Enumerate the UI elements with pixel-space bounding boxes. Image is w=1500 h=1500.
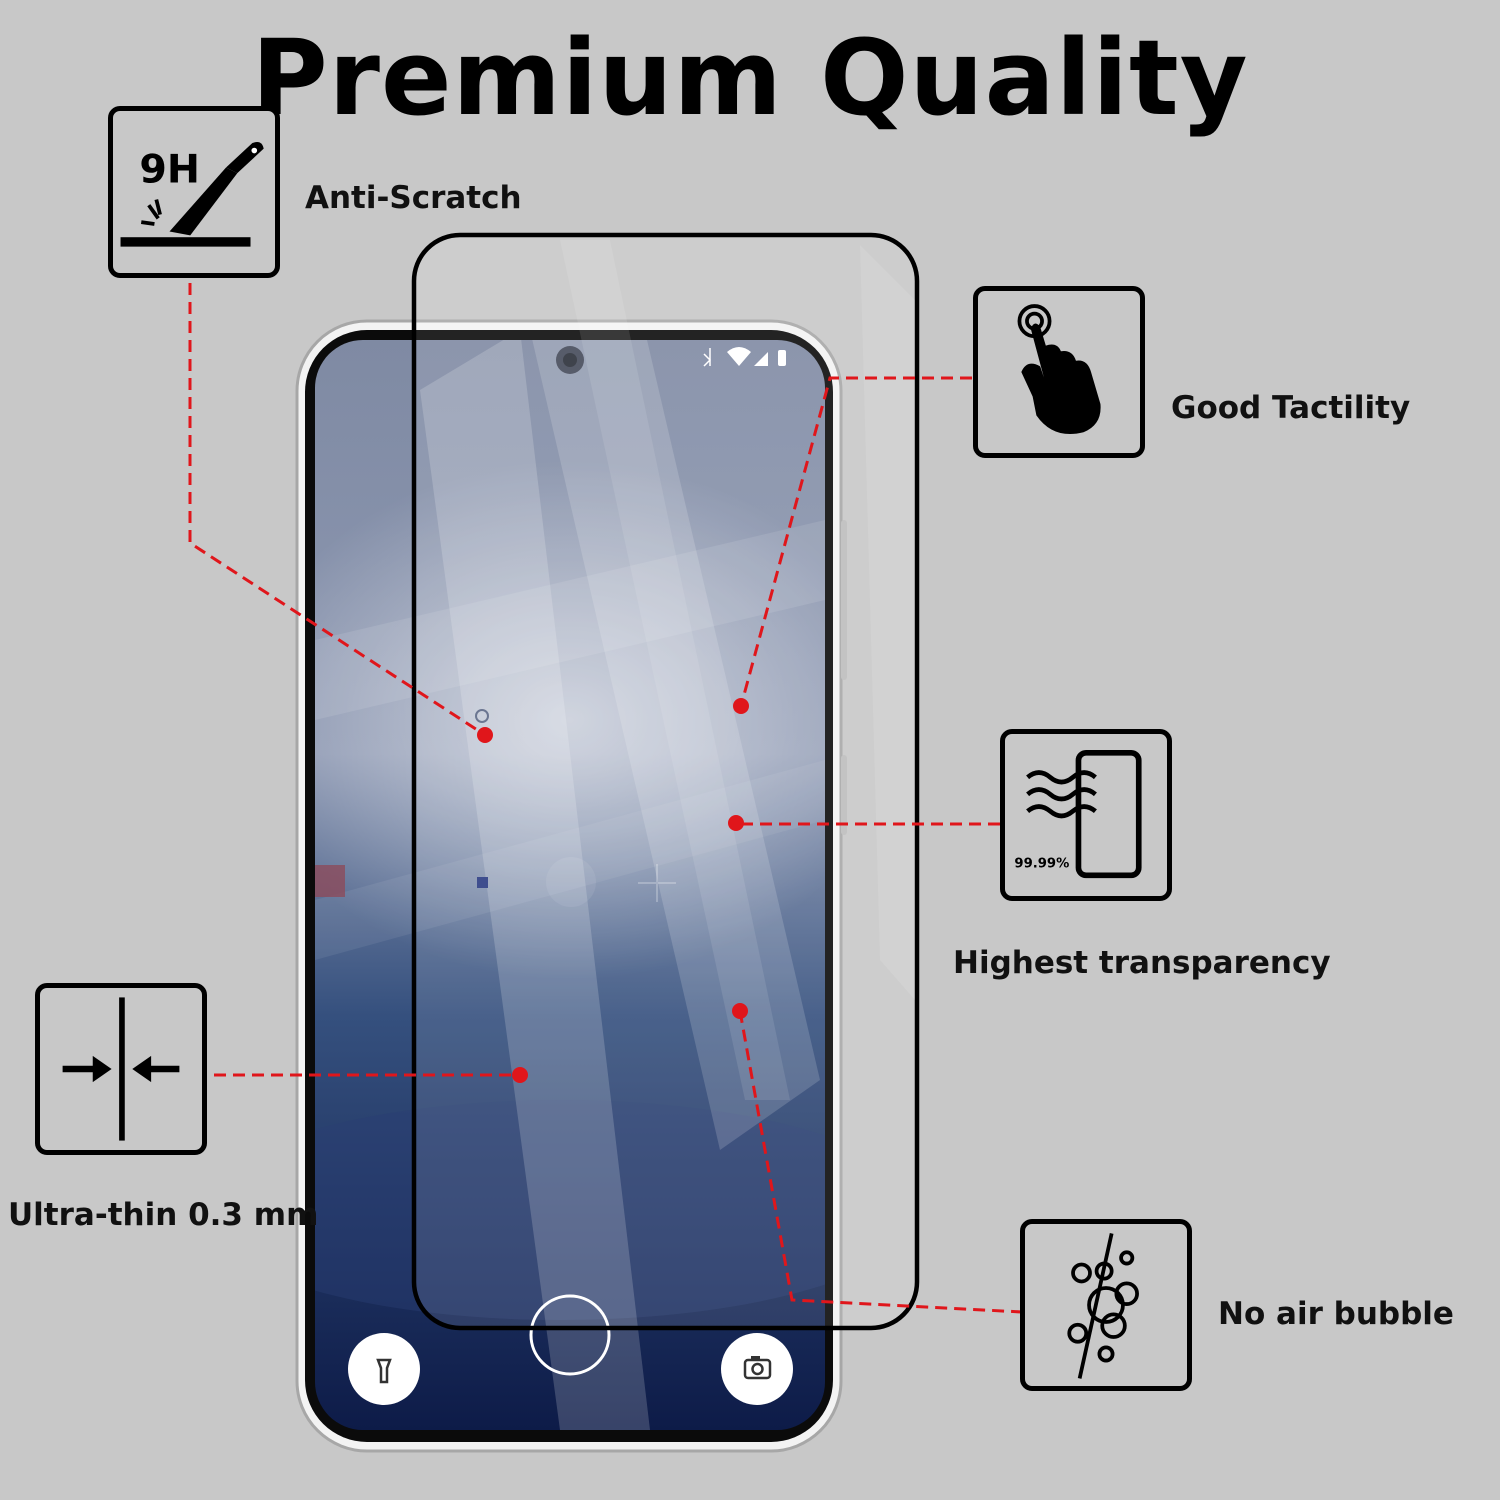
- hardness-text: 9H: [139, 147, 200, 193]
- feature-label-highest-transparency: Highest transparency: [953, 945, 1331, 981]
- status-icons: [703, 347, 786, 367]
- ultra-thin-icon-box: [35, 983, 207, 1155]
- flashlight-icon: [376, 1358, 392, 1384]
- bubbles-icon: [1067, 1233, 1139, 1379]
- highest-transparency-icon-box: 99.99%: [1000, 729, 1172, 901]
- feature-label-good-tactility: Good Tactility: [1171, 390, 1411, 426]
- camera-icon: [743, 1356, 772, 1380]
- anti-scratch-icon-box: 9H: [108, 106, 280, 278]
- phone-screen: [315, 340, 825, 1430]
- transparency-icon: 99.99%: [1012, 750, 1142, 879]
- callout-dots: [477, 698, 749, 1083]
- knife-scratch-icon: 9H: [120, 141, 264, 247]
- thin-arrows-icon: [62, 997, 180, 1141]
- page-title: Premium Quality: [251, 17, 1249, 139]
- screen-protector: [411, 232, 920, 1331]
- feature-label-anti-scratch: Anti-Scratch: [305, 180, 522, 216]
- transparency-percent: 99.99%: [1014, 857, 1069, 872]
- feature-label-ultra-thin: Ultra-thin 0.3 mm: [8, 1197, 319, 1233]
- callout-lines: [188, 283, 1023, 1314]
- feature-label-no-air-bubble: No air bubble: [1218, 1296, 1454, 1332]
- hand-touch-icon: [1017, 304, 1101, 435]
- good-tactility-icon-box: [973, 286, 1145, 458]
- no-air-bubble-icon-box: [1020, 1219, 1192, 1391]
